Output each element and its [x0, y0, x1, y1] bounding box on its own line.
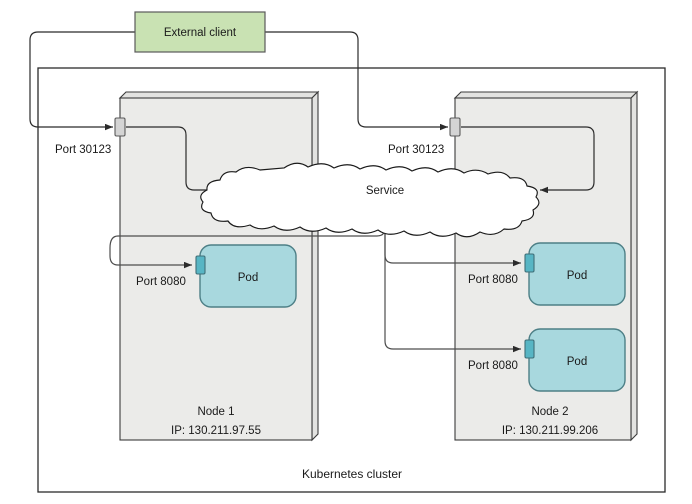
kubernetes-cluster-boundary: [37, 67, 666, 493]
node-2-caption: Node 2 IP: 130.211.99.206: [502, 406, 598, 437]
node-2-pod-1-label: Pod: [567, 270, 587, 282]
service-label: Service: [366, 185, 404, 197]
node-2-name: Node 2: [531, 406, 568, 418]
external-client-label: External client: [164, 27, 237, 39]
connector-service-to-node1-pod: [109, 208, 386, 269]
node-2-port-30123: Port 30123: [388, 117, 461, 156]
node-2-pod-2-port-8080: Port 8080: [468, 339, 535, 372]
node-2-pod-2[interactable]: Pod: [528, 328, 626, 392]
node-2-pod-1[interactable]: Pod: [528, 242, 626, 306]
node-1-name: Node 1: [197, 406, 234, 418]
connector-client-to-node1-port: [29, 31, 135, 131]
node-1-caption: Node 1 IP: 130.211.97.55: [171, 406, 261, 437]
external-client-box[interactable]: External client: [134, 11, 266, 53]
node-2-ip: IP: 130.211.99.206: [502, 425, 598, 437]
connector-service-to-node2-pod2: [384, 208, 521, 353]
node-2-pod-2-label: Pod: [567, 356, 587, 368]
node-1-ip: IP: 130.211.97.55: [171, 425, 261, 437]
node-2-port-label: Port 30123: [388, 144, 444, 156]
connector-node1-port-to-service: [126, 126, 238, 194]
node-1-port-label: Port 30123: [55, 144, 111, 156]
node-2-pod-1-port-8080: Port 8080: [468, 253, 535, 286]
node-2-pod-1-port-label: Port 8080: [468, 274, 518, 286]
cluster-title: Kubernetes cluster: [302, 467, 402, 481]
node-1-port-30123: Port 30123: [55, 117, 126, 156]
node-1-pod-1[interactable]: Pod: [199, 244, 297, 308]
connector-client-to-node2-port: [265, 31, 448, 131]
node-1-pod-1-label: Pod: [238, 272, 258, 284]
node-2-pod-2-port-label: Port 8080: [468, 360, 518, 372]
node-1-pod-1-port-8080: Port 8080: [136, 255, 206, 288]
node-1-pod-1-port-label: Port 8080: [136, 276, 186, 288]
service-cloud: Service: [200, 162, 540, 238]
connector-node2-port-to-service: [461, 126, 595, 194]
